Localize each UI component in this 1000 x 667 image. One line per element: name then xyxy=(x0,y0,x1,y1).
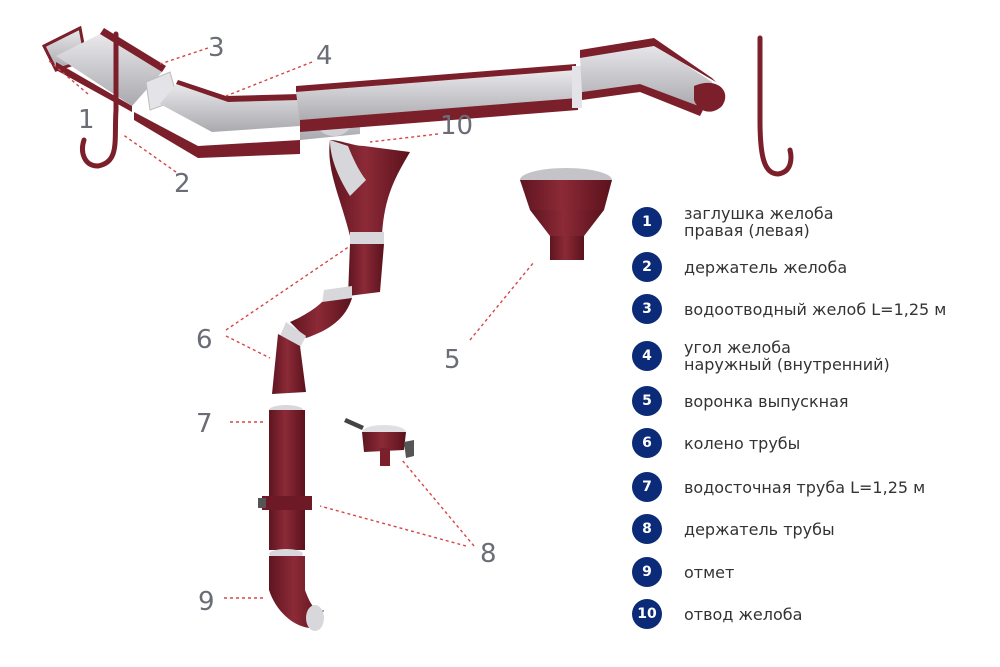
pipe-elbow xyxy=(272,232,384,394)
legend: 1 заглушка желоба правая (левая) 2 держа… xyxy=(632,0,1000,667)
legend-item-4: 4 угол желоба наружный (внутренний) xyxy=(632,339,890,373)
outlet-funnel xyxy=(520,168,612,260)
legend-text-3: водоотводный желоб L=1,25 м xyxy=(684,299,947,319)
pipe-bracket-on-pipe xyxy=(258,496,312,510)
callout-3: 3 xyxy=(208,33,225,63)
legend-item-2: 2 держатель желоба xyxy=(632,252,847,282)
gutter-right xyxy=(580,38,726,116)
legend-item-10: 10 отвод желоба xyxy=(632,599,802,629)
callout-1: 1 xyxy=(78,105,95,135)
legend-text-6: колено трубы xyxy=(684,433,801,453)
legend-text-10: отвод желоба xyxy=(684,604,803,624)
badge-1: 1 xyxy=(632,207,662,237)
badge-2: 2 xyxy=(632,252,662,282)
gutter-connector-right xyxy=(572,66,582,108)
callout-4: 4 xyxy=(316,41,333,71)
leader-lines xyxy=(47,47,535,599)
gutter-bracket-left xyxy=(80,31,119,169)
legend-item-5: 5 воронка выпускная xyxy=(632,386,849,416)
badge-9: 9 xyxy=(632,557,662,587)
legend-text-8: держатель трубы xyxy=(684,519,835,539)
callout-2: 2 xyxy=(174,169,191,199)
badge-3: 3 xyxy=(632,294,662,324)
drain-funnel-elbow xyxy=(329,140,410,236)
downpipe xyxy=(269,405,305,559)
pipe-bracket xyxy=(344,418,414,466)
legend-text-7: водосточная труба L=1,25 м xyxy=(684,477,926,497)
legend-item-7: 7 водосточная труба L=1,25 м xyxy=(632,472,925,502)
badge-10: 10 xyxy=(632,599,662,629)
legend-item-6: 6 колено трубы xyxy=(632,428,800,458)
legend-text-5: воронка выпускная xyxy=(684,391,849,411)
callout-7: 7 xyxy=(196,409,213,439)
badge-5: 5 xyxy=(632,386,662,416)
badge-4: 4 xyxy=(632,341,662,371)
callout-9: 9 xyxy=(198,587,215,617)
callout-10: 10 xyxy=(440,111,473,141)
legend-item-8: 8 держатель трубы xyxy=(632,514,835,544)
callout-5: 5 xyxy=(444,345,461,375)
legend-text-9: отмет xyxy=(684,562,735,582)
legend-text-2: держатель желоба xyxy=(684,257,848,277)
legend-item-3: 3 водоотводный желоб L=1,25 м xyxy=(632,294,946,324)
legend-item-9: 9 отмет xyxy=(632,557,734,587)
gutter-bracket-right xyxy=(757,35,794,177)
callout-8: 8 xyxy=(480,539,497,569)
callout-6: 6 xyxy=(196,325,213,355)
badge-6: 6 xyxy=(632,428,662,458)
legend-text-1: заглушка желоба правая (левая) xyxy=(684,204,834,240)
pipe-outlet-shoe xyxy=(269,556,324,631)
legend-item-1: 1 заглушка желоба правая (левая) xyxy=(632,205,834,239)
gutter-corner xyxy=(134,80,300,158)
gutter-main xyxy=(296,64,578,132)
legend-text-4: угол желоба наружный (внутренний) xyxy=(684,338,890,374)
badge-7: 7 xyxy=(632,472,662,502)
badge-8: 8 xyxy=(632,514,662,544)
